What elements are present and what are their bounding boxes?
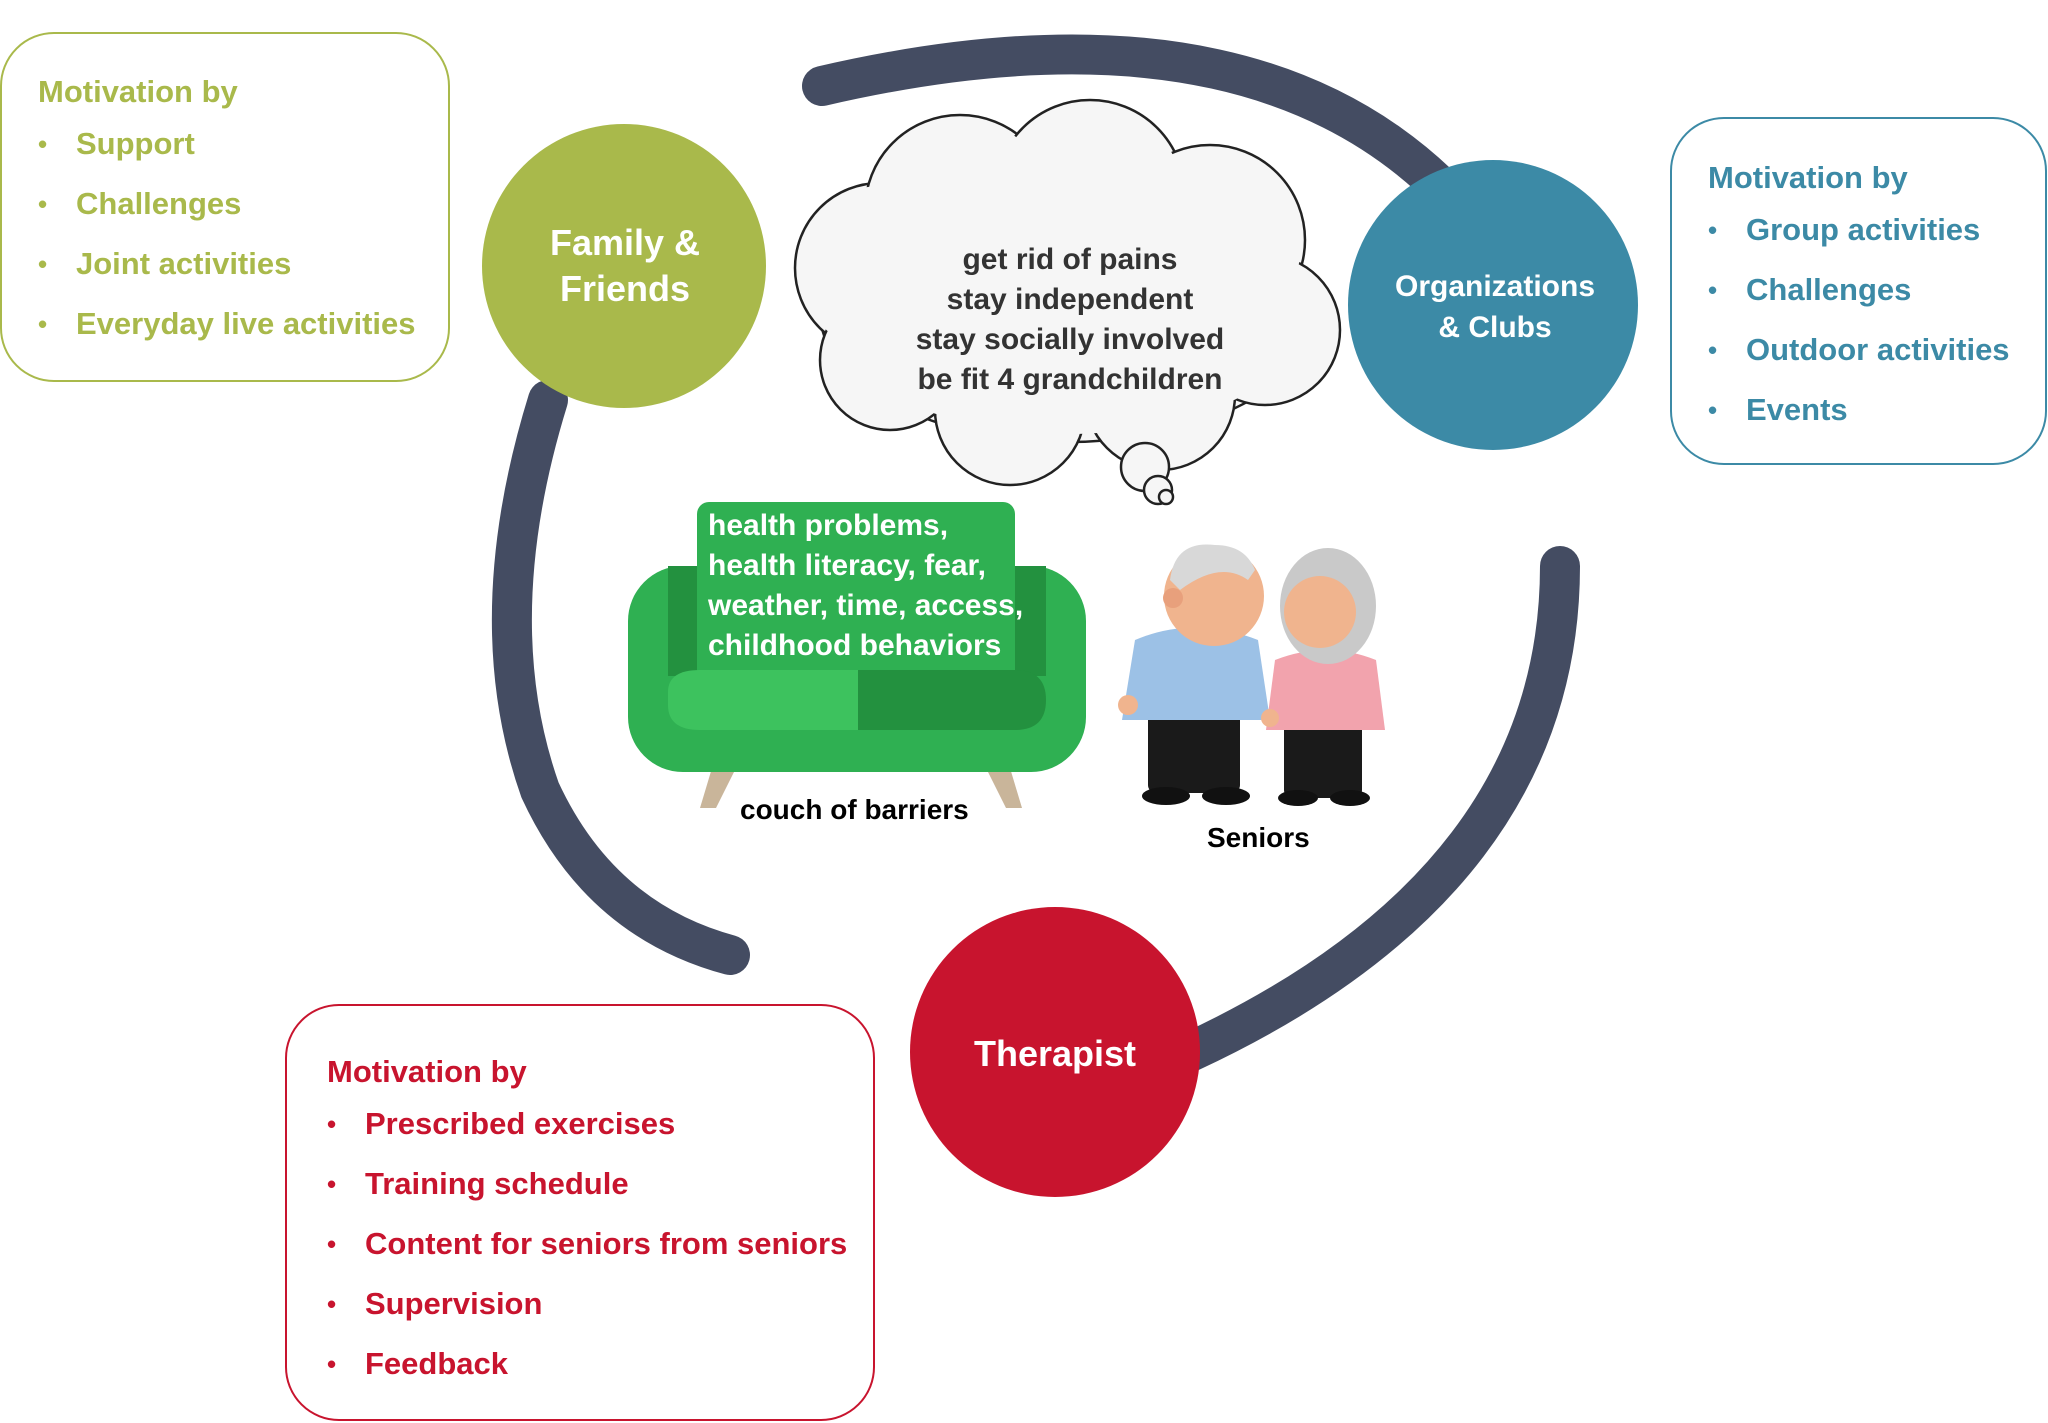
list-item: Feedback [327, 1344, 873, 1384]
seniors-caption: Seniors [1207, 822, 1310, 853]
list-item: Support [38, 124, 448, 164]
organizations-clubs-label: Organizations & Clubs [1370, 266, 1620, 348]
orgs-motivation-list: Group activities Challenges Outdoor acti… [1708, 210, 2045, 430]
list-item: Prescribed exercises [327, 1104, 873, 1144]
thought-line: stay socially involved [915, 323, 1225, 356]
therapist-box-heading: Motivation by [327, 1054, 527, 1089]
family-circle [482, 124, 766, 408]
family-label-line: Friends [559, 268, 691, 309]
therapist-circle [910, 907, 1200, 1197]
orgs-motivation-box: Motivation by Group activities Challenge… [1670, 117, 2047, 465]
therapist-motivation-box: Motivation by Prescribed exercises Train… [285, 1004, 875, 1421]
couch-illustration [628, 502, 1086, 808]
list-item: Everyday live activities [38, 304, 448, 344]
orgs-label-line: Organizations [1394, 270, 1596, 303]
list-item: Supervision [327, 1284, 873, 1324]
barrier-line: health problems, [708, 509, 949, 542]
family-motivation-box: Motivation by Support Challenges Joint a… [0, 32, 450, 382]
list-item: Training schedule [327, 1164, 873, 1204]
therapist-label: Therapist [973, 1033, 1137, 1074]
list-item: Group activities [1708, 210, 2045, 250]
ring-arc-right [1170, 546, 1580, 1072]
thought-bubble-text: get rid of pains stay independent stay s… [870, 240, 1270, 400]
thought-line: get rid of pains [962, 243, 1178, 276]
barrier-line: health literacy, fear, [708, 549, 986, 582]
therapist-motivation-list: Prescribed exercises Training schedule C… [327, 1104, 873, 1384]
list-item: Challenges [1708, 270, 2045, 310]
family-friends-label: Family & Friends [500, 220, 750, 312]
list-item: Joint activities [38, 244, 448, 284]
list-item: Content for seniors from seniors [327, 1224, 873, 1264]
family-motivation-list: Support Challenges Joint activities Ever… [38, 124, 448, 344]
list-item: Challenges [38, 184, 448, 224]
family-box-heading: Motivation by [38, 74, 238, 109]
thought-line: stay independent [946, 283, 1194, 316]
barrier-line: childhood behaviors [708, 629, 1002, 662]
couch-caption: couch of barriers [740, 794, 969, 825]
thought-line: be fit 4 grandchildren [917, 363, 1223, 396]
list-item: Events [1708, 390, 2045, 430]
barrier-line: weather, time, access, [708, 589, 1024, 622]
ring-arc-top [802, 34, 1500, 250]
couch-barriers-text: health problems, health literacy, fear, … [708, 506, 1048, 666]
family-label-line: Family & [549, 222, 701, 263]
orgs-label-line: & Clubs [1438, 311, 1552, 344]
orgs-circle [1348, 160, 1638, 450]
orgs-box-heading: Motivation by [1708, 160, 1908, 195]
list-item: Outdoor activities [1708, 330, 2045, 370]
thought-bubble-tail [1119, 441, 1175, 506]
seniors-illustration [1118, 544, 1385, 806]
ring-arc-left [491, 380, 750, 975]
